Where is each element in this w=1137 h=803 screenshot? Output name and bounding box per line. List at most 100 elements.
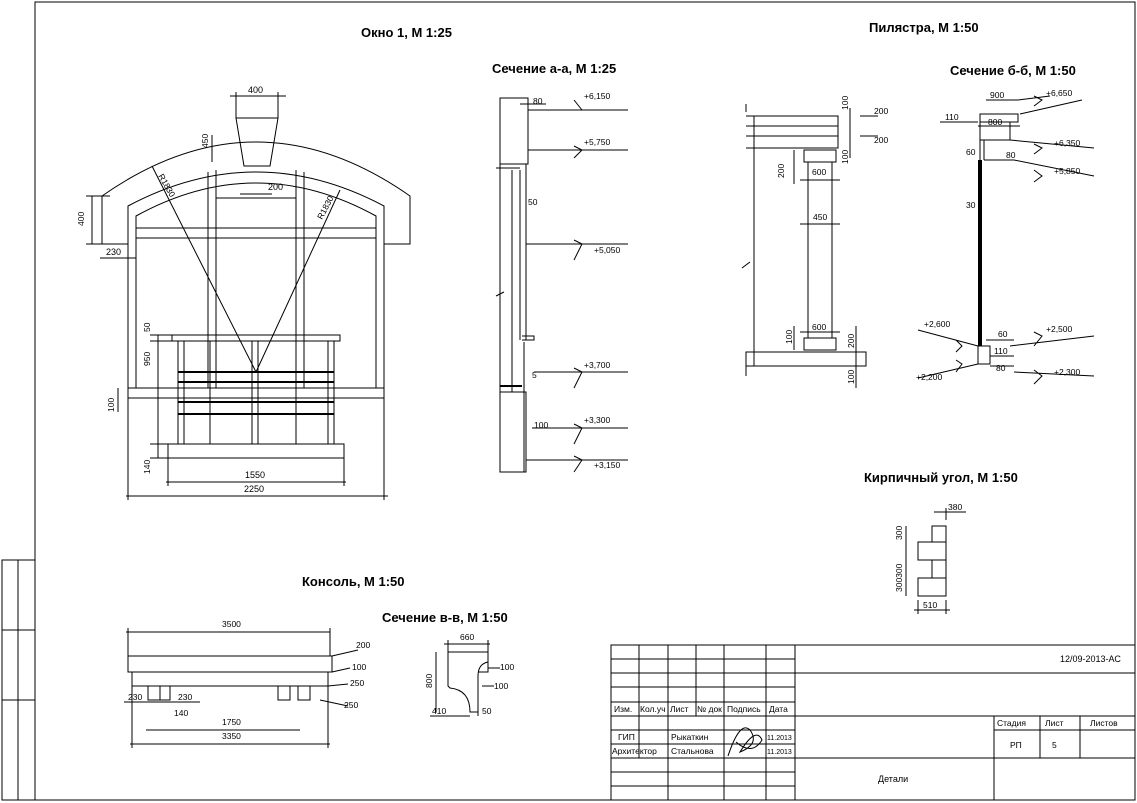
title-sec-bb: Сечение б-б, М 1:50 — [950, 63, 1076, 78]
stamp-sheets-header: Листов — [1090, 718, 1118, 728]
vv-d660: 660 — [460, 632, 474, 642]
aa-d50: 50 — [528, 197, 538, 207]
title-brick: Кирпичный угол, М 1:50 — [864, 470, 1018, 485]
pil-d450: 450 — [813, 212, 827, 222]
aa-e3300: +3,300 — [584, 415, 611, 425]
stamp-name1: Рыкаткин — [671, 732, 709, 742]
stamp-col-podp: Подпись — [727, 704, 761, 714]
title-block — [610, 644, 1136, 801]
kon-d230a: 230 — [128, 692, 142, 702]
kon-d230b: 230 — [178, 692, 192, 702]
stamp-stage-header: Стадия — [997, 718, 1026, 728]
kon-d200: 200 — [356, 640, 370, 650]
aa-d80: 80 — [533, 96, 543, 106]
aa-e5050: +5,050 — [594, 245, 621, 255]
okno-d140: 140 — [142, 460, 152, 474]
brick-d510: 510 — [923, 600, 937, 610]
bb-e6650: +6,650 — [1046, 88, 1073, 98]
okno-d450: 450 — [200, 134, 210, 148]
okno-d1550: 1550 — [245, 470, 265, 480]
stamp-role1: ГИП — [618, 732, 635, 742]
bb-d60a: 60 — [966, 147, 976, 157]
title-konsol: Консоль, М 1:50 — [302, 574, 405, 589]
okno-r2: R1830 — [315, 194, 336, 221]
pil-d100a: 100 — [840, 96, 850, 110]
stamp-col-kol: Кол.уч — [640, 704, 666, 714]
bb-e2300: +2,300 — [1054, 367, 1081, 377]
okno-d230: 230 — [106, 247, 121, 257]
pil-d600b: 600 — [812, 322, 826, 332]
title-pilastra: Пилястра, М 1:50 — [869, 20, 979, 35]
section-aa: 80 50 5 100 +6,150 +5,750 +5,050 +3,700 … — [495, 91, 628, 473]
bb-d900: 900 — [990, 90, 1004, 100]
kon-d1750: 1750 — [222, 717, 241, 727]
section-vv: 660 800 100 100 410 50 — [424, 632, 514, 717]
okno-d100: 100 — [106, 398, 116, 412]
okno-d400l: 400 — [76, 212, 86, 226]
bb-d110b: 110 — [994, 346, 1008, 356]
kon-d100: 100 — [352, 662, 366, 672]
kon-d250b: 250 — [344, 700, 358, 710]
title-okno: Окно 1, М 1:25 — [361, 25, 452, 40]
pilaster-elevation: 100 100 200 200 200 600 450 600 100 200 … — [741, 96, 888, 388]
bb-e2500: +2,500 — [1046, 324, 1073, 334]
bb-d80b: 80 — [996, 363, 1006, 373]
stamp-col-dok: № док — [697, 704, 722, 714]
bb-e2600: +2,600 — [924, 319, 951, 329]
bb-e5850: +5,850 — [1054, 166, 1081, 176]
stamp-role2: Архитектор — [612, 746, 657, 756]
bb-d30: 30 — [966, 200, 976, 210]
pil-d100b: 100 — [840, 150, 850, 164]
title-sec-vv: Сечение в-в, М 1:50 — [382, 610, 508, 625]
bb-d80a: 80 — [1006, 150, 1016, 160]
pil-d100d: 100 — [846, 370, 856, 384]
vv-d100b: 100 — [494, 681, 508, 691]
vv-d410: 410 — [432, 706, 446, 716]
stamp-date2: 11.2013 — [767, 749, 792, 756]
stamp-col-list: Лист — [670, 704, 689, 714]
stamp-stage: РП — [1010, 740, 1022, 750]
stamp-date1: 11.2013 — [767, 735, 792, 742]
console-elevation: 3500 200 100 250 250 230 230 140 1750 33… — [124, 619, 370, 748]
okno-d2250: 2250 — [244, 484, 264, 494]
stamp-sheet-header: Лист — [1045, 718, 1064, 728]
aa-e6150: +6,150 — [584, 91, 611, 101]
section-bb: 900 800 110 60 80 30 60 110 80 +6,650 +6… — [916, 88, 1095, 385]
binding-margin-strip — [1, 559, 36, 801]
brick-d380: 380 — [948, 502, 962, 512]
aa-e3700: +3,700 — [584, 360, 611, 370]
okno-d200: 200 — [268, 182, 283, 192]
stamp-name2: Стальнова — [671, 746, 714, 756]
pil-d100c: 100 — [784, 330, 794, 344]
pil-d200l: 200 — [776, 164, 786, 178]
brick-d300a: 300 — [894, 526, 904, 540]
aa-d100: 100 — [534, 420, 548, 430]
stamp-title: Детали — [878, 774, 908, 784]
bb-e6350: +6,350 — [1054, 138, 1081, 148]
kon-d3350: 3350 — [222, 731, 241, 741]
stamp-col-data: Дата — [769, 704, 788, 714]
sheet-frame — [34, 1, 1136, 801]
pil-d600a: 600 — [812, 167, 826, 177]
okno-d50: 50 — [142, 322, 152, 332]
vv-d800: 800 — [424, 674, 434, 688]
pil-d200r2: 200 — [874, 135, 888, 145]
okno-d400top: 400 — [248, 85, 263, 95]
aa-d5: 5 — [532, 370, 537, 380]
vv-d100a: 100 — [500, 662, 514, 672]
vv-d50: 50 — [482, 706, 492, 716]
stamp-code: 12/09-2013-АС — [1060, 654, 1121, 664]
bb-d800: 800 — [988, 117, 1002, 127]
aa-e5750: +5,750 — [584, 137, 611, 147]
kon-d250a: 250 — [350, 678, 364, 688]
bb-d60b: 60 — [998, 329, 1008, 339]
window-elevation: 400 450 200 R1830 R1830 400 230 50 950 1… — [76, 85, 411, 500]
bb-e2200: +2,200 — [916, 372, 943, 382]
stamp-sheet: 5 — [1052, 740, 1057, 750]
kon-d140: 140 — [174, 708, 188, 718]
bb-d110a: 110 — [945, 112, 959, 122]
signature — [727, 727, 763, 757]
kon-d3500: 3500 — [222, 619, 241, 629]
brick-d300b: 300300 — [894, 563, 904, 592]
